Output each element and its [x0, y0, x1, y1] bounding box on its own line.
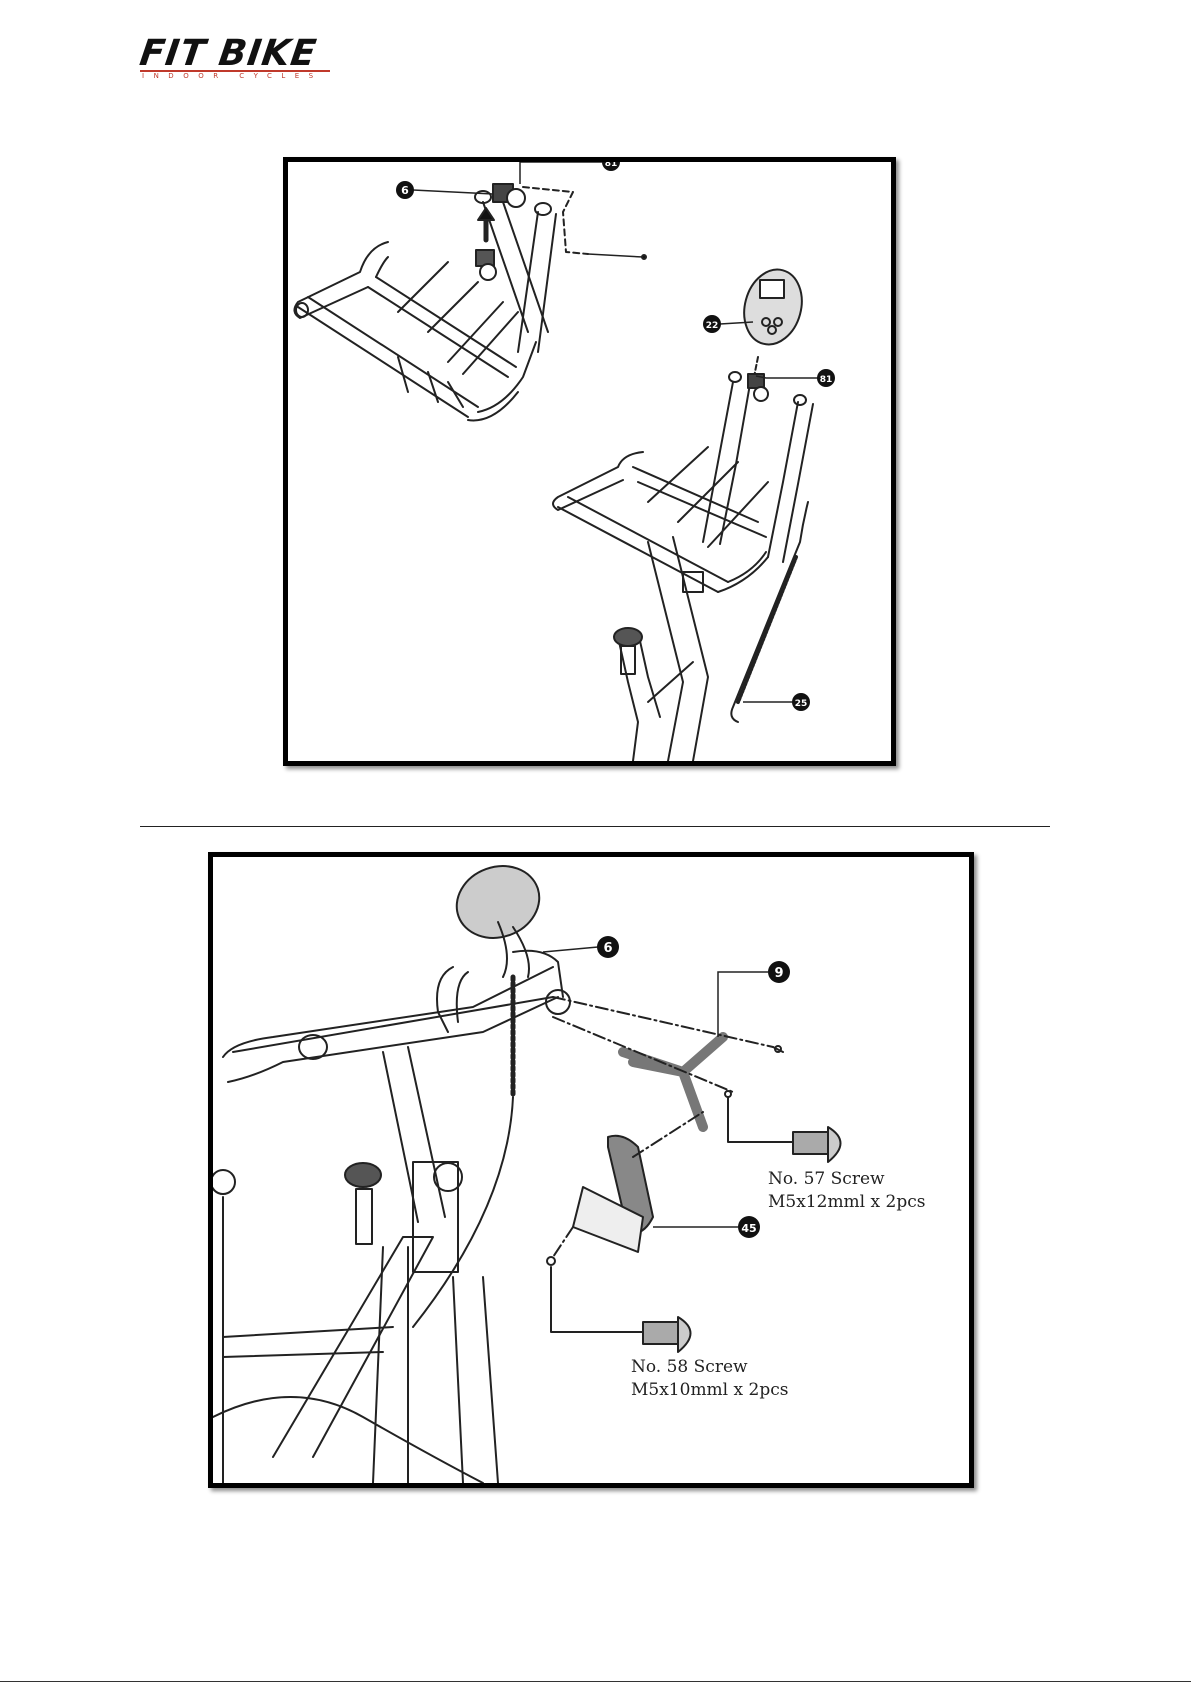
callout-25-label: 25: [795, 699, 808, 709]
callout-81-label: 81: [605, 162, 618, 169]
screw58-spec: M5x10mml x 2pcs: [631, 1380, 788, 1400]
brand-logo: FIT BIKE INDOOR CYCLES: [140, 34, 340, 84]
page-bottom-rule: [0, 1681, 1191, 1682]
figure2-callouts: 6 9 45: [543, 936, 790, 1238]
bottle-holder-illustration: 6 9 45 No. 57 Screw M5x12mml x 2pcs No. …: [213, 857, 969, 1483]
handlebar-console-illustration: 6 81 22 81 25: [288, 162, 891, 761]
screw58-name: No. 58 Screw: [631, 1357, 748, 1377]
brand-tagline: INDOOR CYCLES: [142, 72, 323, 80]
callout-81b-label: 81: [820, 375, 833, 385]
assembly-figure-handlebar-console: 6 81 22 81 25: [283, 157, 896, 766]
callout-22-label: 22: [706, 321, 719, 331]
callout-6-label: 6: [603, 941, 612, 956]
brand-name: FIT BIKE: [137, 34, 319, 74]
screw57-name: No. 57 Screw: [768, 1169, 885, 1189]
section-divider: [140, 826, 1050, 827]
assembly-figure-bottle-holder: 6 9 45 No. 57 Screw M5x12mml x 2pcs No. …: [208, 852, 974, 1488]
callout-45-label: 45: [741, 1222, 756, 1235]
screw-labels: No. 57 Screw M5x12mml x 2pcs No. 58 Scre…: [631, 1169, 925, 1400]
screw57-spec: M5x12mml x 2pcs: [768, 1192, 925, 1212]
callout-9-label: 9: [774, 966, 783, 981]
callout-6-label: 6: [401, 184, 409, 197]
